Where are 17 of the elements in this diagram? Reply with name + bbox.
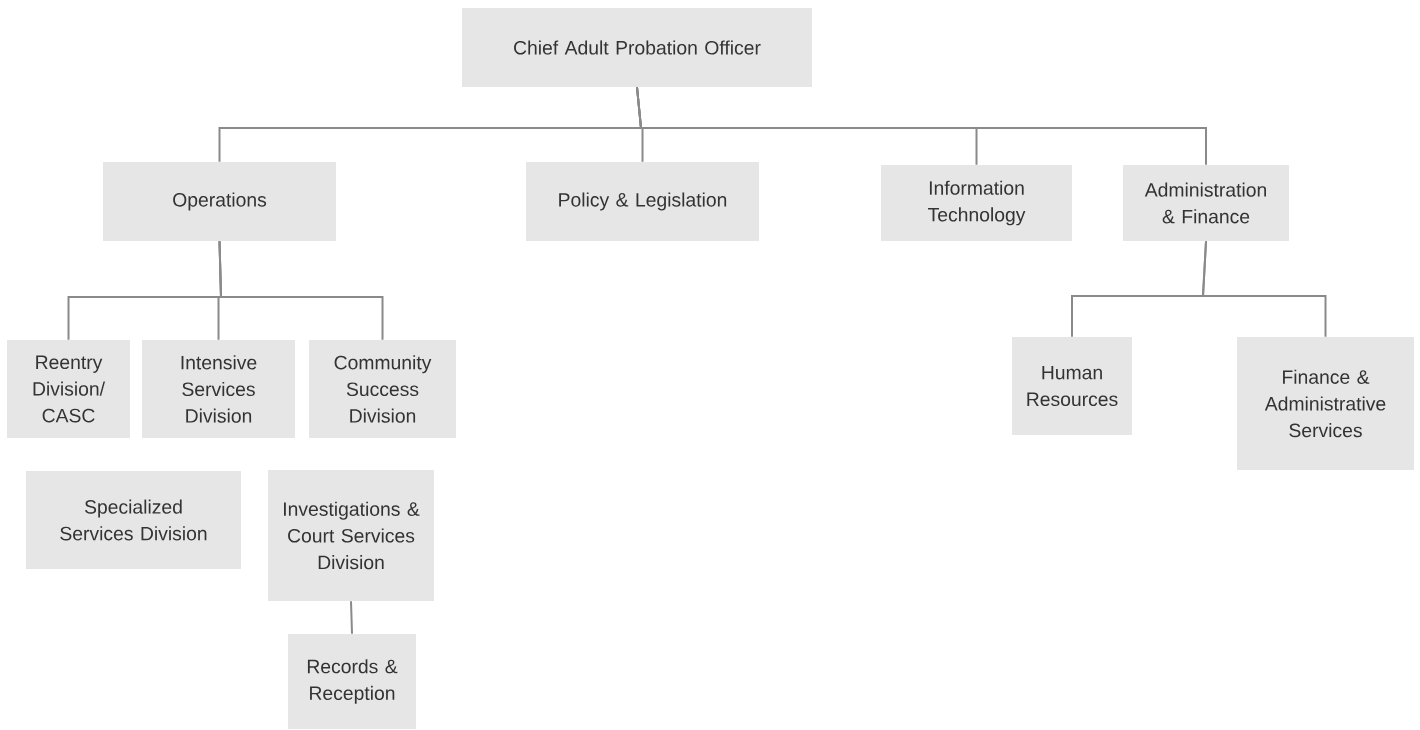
org-box: Information Technology [881,165,1072,241]
org-box: Intensive Services Division [142,340,295,438]
org-box: Administration & Finance [1123,165,1289,241]
org-box: Finance & Administrative Services [1237,337,1414,470]
org-box: Human Resources [1012,337,1132,435]
connector-line [218,240,384,341]
org-box: Investigations & Court Services Division [268,470,434,601]
org-box: Community Success Division [309,340,456,438]
connector-line [1201,240,1327,338]
org-box: Reentry Division/ CASC [7,340,130,438]
org-box: Operations [103,162,336,241]
connector-line [636,86,1207,166]
connector-line [350,600,353,635]
org-box: Specialized Services Division [26,471,241,569]
org-box: Records & Reception [288,634,416,729]
org-box: Chief Adult Probation Officer [462,8,812,87]
org-box: Policy & Legislation [526,162,759,241]
